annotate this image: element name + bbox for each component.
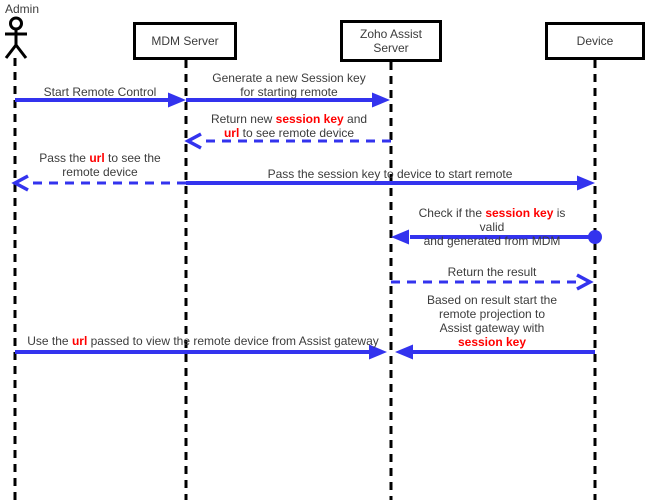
message-label-generate-session-key: Generate a new Session key for starting … [212, 71, 366, 99]
arrow-use-url-view-device [15, 344, 387, 360]
participant-zoho-assist-server-label: Zoho Assist Server [359, 27, 423, 55]
participant-admin-label: Admin [5, 2, 40, 16]
message-label-return-result: Return the result [447, 265, 537, 279]
message-source-dot [588, 230, 602, 244]
message-label-pass-session-key-to-device: Pass the session key to device to start … [267, 167, 513, 181]
message-label-use-url-view-device: Use the url passed to view the remote de… [27, 334, 379, 348]
participant-device: Device [545, 22, 645, 60]
participant-mdm-server-label: MDM Server [151, 34, 219, 48]
arrow-check-session-key [391, 229, 602, 245]
arrow-start-remote-control [15, 92, 186, 108]
arrow-start-remote-projection [395, 344, 595, 360]
participant-mdm-server: MDM Server [133, 22, 237, 60]
message-label-start-remote-projection: Based on result start the remote project… [426, 293, 558, 349]
arrow-pass-session-key-to-device [186, 175, 595, 191]
arrow-return-session-key-url [184, 132, 391, 150]
participant-zoho-assist-server: Zoho Assist Server [340, 20, 442, 62]
arrow-pass-url-to-admin [11, 174, 186, 192]
message-label-pass-url-to-admin: Pass the url to see the remote device [39, 151, 161, 179]
participant-device-label: Device [576, 34, 614, 48]
arrow-generate-session-key [186, 92, 390, 108]
message-label-start-remote-control: Start Remote Control [43, 85, 157, 99]
message-label-check-session-key: Check if the session key is valid and ge… [418, 206, 566, 248]
message-label-return-session-key-url: Return new session key and url to see re… [210, 112, 368, 140]
arrow-return-result [391, 273, 594, 291]
admin-actor-icon [4, 16, 28, 59]
